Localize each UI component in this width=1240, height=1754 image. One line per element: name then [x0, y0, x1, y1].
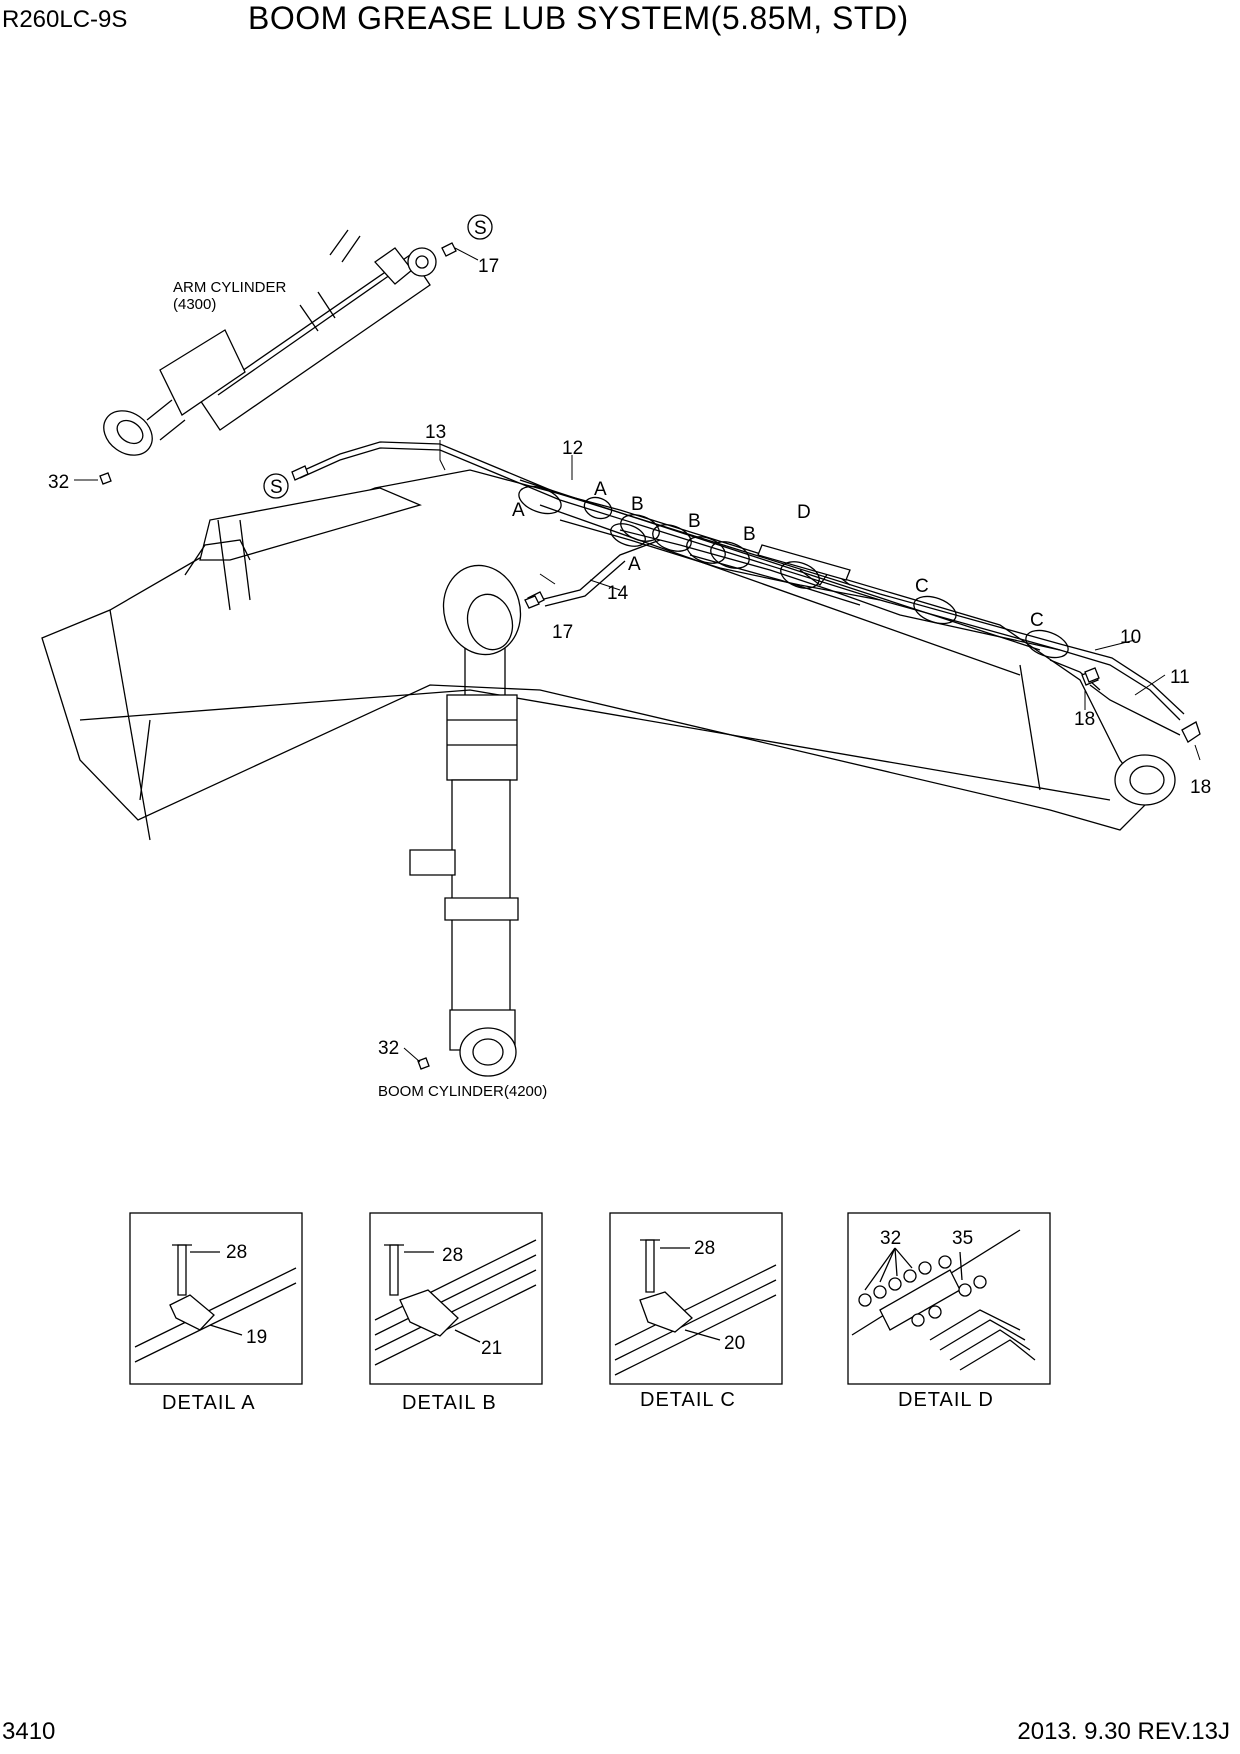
- detail-ref-d: D: [797, 502, 811, 523]
- revision-date: 2013. 9.30 REV.13J: [1017, 1718, 1230, 1745]
- callout-11: 11: [1170, 667, 1190, 688]
- detail-ref-a-2: A: [594, 479, 607, 500]
- detail-frames: [129, 1212, 1051, 1385]
- callout-32-boom: 32: [378, 1038, 399, 1059]
- callout-17-arm: 17: [478, 256, 499, 277]
- detail-a-part-1: 28: [226, 1242, 247, 1263]
- detail-b-part-2: 21: [481, 1338, 502, 1359]
- callout-12: 12: [562, 438, 583, 459]
- leader-lines: [74, 247, 1201, 1063]
- detail-d-drawing: [851, 1229, 1036, 1371]
- detail-ref-a-1: A: [512, 500, 525, 521]
- callout-13: 13: [425, 422, 446, 443]
- detail-a-drawing: [134, 1244, 297, 1363]
- detail-ref-c-1: C: [915, 576, 929, 597]
- detail-c-part-1: 28: [694, 1238, 715, 1259]
- detail-c-part-2: 20: [724, 1333, 745, 1354]
- detail-d-title: DETAIL D: [898, 1389, 994, 1411]
- detail-c-title: DETAIL C: [640, 1389, 736, 1411]
- callout-10: 10: [1120, 627, 1141, 648]
- detail-b-part-1: 28: [442, 1245, 463, 1266]
- detail-ref-c-2: C: [1030, 610, 1044, 631]
- boom-cylinder: [409, 564, 522, 1077]
- detail-ref-a-3: A: [628, 554, 641, 575]
- detail-ref-b-2: B: [688, 511, 701, 532]
- detail-ref-b-3: B: [743, 524, 756, 545]
- arm-cylinder-caption: ARM CYLINDER: [173, 279, 287, 296]
- detail-a-title: DETAIL A: [162, 1392, 256, 1414]
- loose-fittings: [99, 472, 1100, 1070]
- boom-structure: [41, 469, 1176, 841]
- supply-mark-s-1: S: [474, 218, 487, 239]
- boom-cylinder-caption: BOOM CYLINDER(4200): [378, 1083, 547, 1100]
- page-number: 3410: [2, 1718, 56, 1745]
- grease-lines: [299, 441, 1185, 736]
- callout-17-boom: 17: [552, 622, 573, 643]
- arm-cylinder-code: (4300): [173, 296, 216, 313]
- supply-mark-s-2: S: [270, 477, 283, 498]
- supply-marks: [263, 214, 493, 499]
- model-code: R260LC-9S: [2, 6, 128, 33]
- detail-a-part-2: 19: [246, 1327, 267, 1348]
- detail-d-part-1: 32: [880, 1228, 901, 1249]
- detail-c-drawing: [614, 1239, 777, 1376]
- detail-ref-b-1: B: [631, 494, 644, 515]
- callout-14: 14: [607, 583, 629, 604]
- callout-18-left: 18: [1074, 709, 1095, 730]
- page-title: BOOM GREASE LUB SYSTEM(5.85M, STD): [248, 0, 909, 36]
- detail-d-part-2: 35: [952, 1228, 973, 1249]
- arm-cylinder: [103, 229, 457, 456]
- clamp-markers: [518, 485, 1069, 659]
- callout-18-right: 18: [1190, 777, 1211, 798]
- callout-32-arm: 32: [48, 472, 69, 493]
- detail-b-title: DETAIL B: [402, 1392, 497, 1414]
- detail-b-drawing: [374, 1239, 537, 1366]
